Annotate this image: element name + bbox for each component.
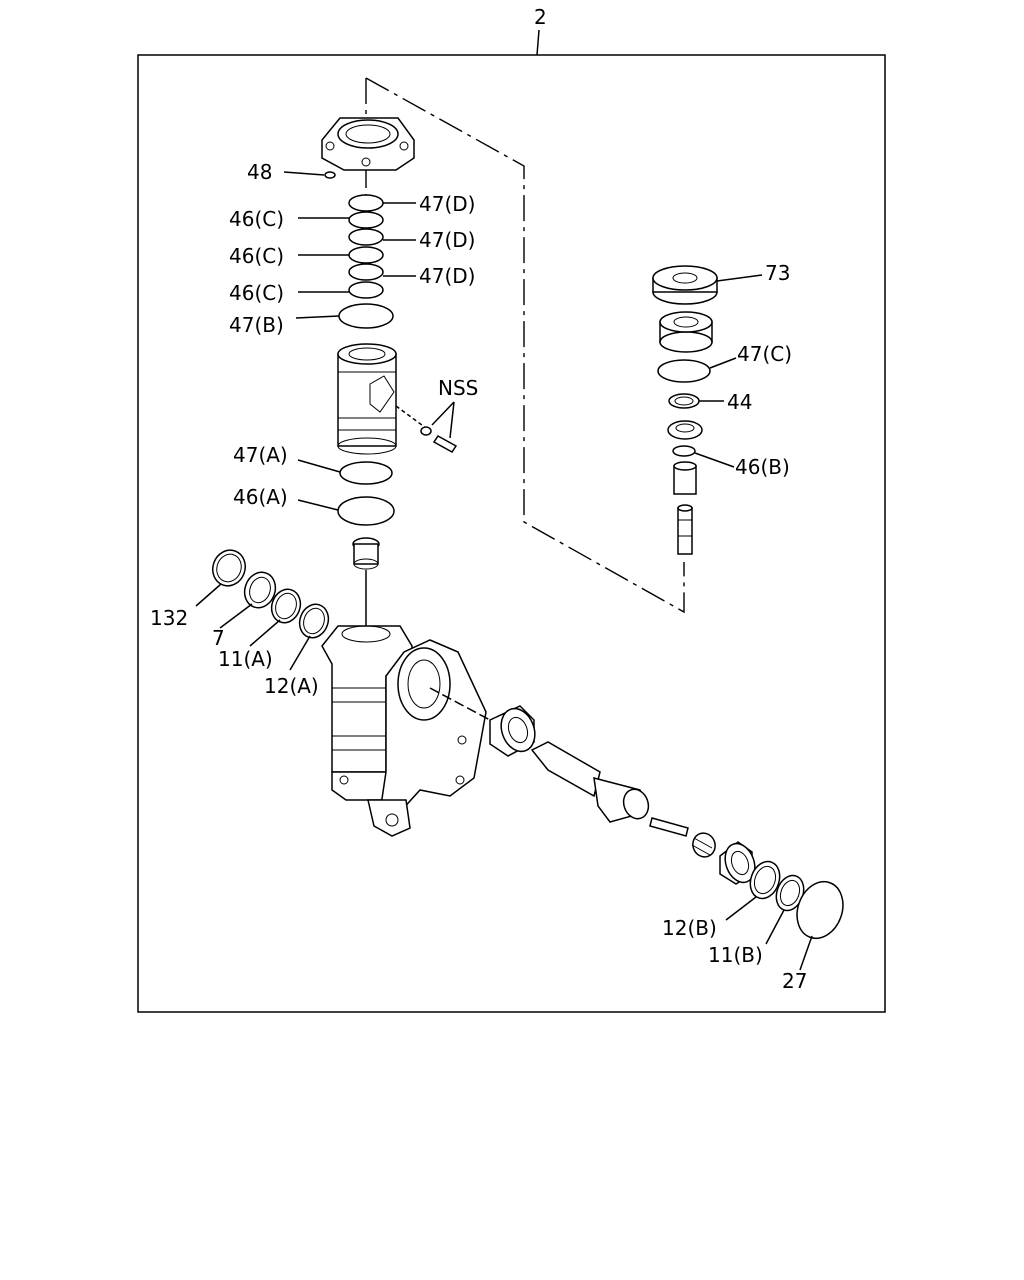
callout-7: 7 xyxy=(212,626,225,650)
callout-47c: 47(C) xyxy=(737,342,792,366)
part-47a xyxy=(339,461,393,485)
nss-bolt xyxy=(432,435,458,453)
piston-rack xyxy=(337,343,397,455)
callout-47d-3: 47(D) xyxy=(419,264,475,288)
part-73-cap xyxy=(652,265,718,305)
callout-132: 132 xyxy=(150,606,188,630)
callout-27: 27 xyxy=(782,969,807,993)
callout-47d-2: 47(D) xyxy=(419,228,475,252)
part-44 xyxy=(668,393,700,409)
callout-47b: 47(B) xyxy=(229,313,284,337)
callout-12b: 12(B) xyxy=(662,916,717,940)
callout-46c-2: 46(C) xyxy=(229,244,284,268)
seal-ring-stack xyxy=(338,194,394,329)
valve-sleeve xyxy=(673,461,697,495)
callout-12a: 12(A) xyxy=(264,674,319,698)
valve-housing xyxy=(659,311,713,353)
assembly-callout: 2 xyxy=(534,5,547,29)
callout-73: 73 xyxy=(765,261,790,285)
part-46a xyxy=(337,496,395,526)
callout-46b: 46(B) xyxy=(735,455,790,479)
callout-11b: 11(B) xyxy=(708,943,763,967)
part-47c xyxy=(657,359,711,383)
part-48 xyxy=(324,171,336,179)
callout-48: 48 xyxy=(247,160,272,184)
callout-46c-1: 46(C) xyxy=(229,207,284,231)
callout-46c-3: 46(C) xyxy=(229,281,284,305)
sector-bearing xyxy=(489,705,536,757)
part-12b xyxy=(749,860,781,900)
callout-47d-1: 47(D) xyxy=(419,192,475,216)
alignment-line xyxy=(365,77,685,614)
housing-plug xyxy=(352,537,380,570)
callout-44: 44 xyxy=(727,390,752,414)
part-46b xyxy=(672,445,696,457)
valve-bearing xyxy=(667,420,703,440)
callout-46a: 46(A) xyxy=(233,485,288,509)
callout-nss: NSS xyxy=(438,376,478,400)
part-27 xyxy=(796,880,844,940)
gear-housing xyxy=(321,625,487,837)
right-bearing xyxy=(719,841,756,885)
adjusting-screw xyxy=(649,817,689,837)
left-seal-rings xyxy=(212,549,330,639)
sector-shaft xyxy=(530,741,650,823)
valve-spool-shaft xyxy=(677,504,693,555)
callout-11a: 11(A) xyxy=(218,647,273,671)
top-cover-housing xyxy=(321,117,415,171)
lock-nut xyxy=(691,832,716,858)
nss-washer xyxy=(420,426,432,436)
assembly-frame xyxy=(137,54,886,1013)
callout-47a: 47(A) xyxy=(233,443,288,467)
